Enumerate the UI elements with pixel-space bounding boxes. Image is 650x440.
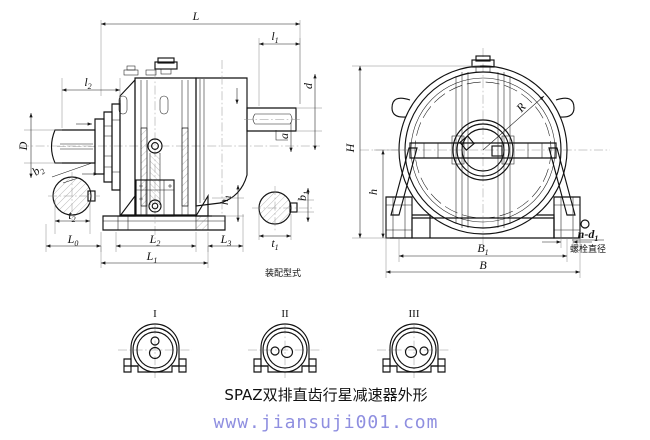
variant-label-i: I	[153, 308, 157, 320]
dim-label-B1: B1	[477, 241, 488, 257]
dim-label-d: d	[301, 82, 315, 89]
base-plate	[102, 193, 226, 231]
dim-label-L0: L0	[67, 232, 79, 248]
variant-label-iii: III	[409, 308, 420, 320]
planet-carrier-boss	[147, 70, 163, 240]
dim-label-D: D	[16, 141, 30, 151]
radius-callout	[482, 95, 545, 151]
drawing-title: SPAZ双排直齿行星减速器外形	[224, 386, 427, 404]
breather-vent-top	[471, 55, 495, 73]
dim-label-B: B	[479, 258, 487, 272]
through-shaft	[409, 142, 557, 159]
side-elevation-view	[352, 48, 610, 278]
side-view-dimensions	[352, 65, 604, 278]
lifting-lug-right	[555, 97, 575, 118]
input-keyway-section	[48, 162, 100, 220]
watermark-url: www.jiansuji001.com	[214, 412, 439, 433]
lifting-lug-left	[391, 97, 411, 118]
input-shaft	[50, 129, 96, 164]
dim-label-l2: l2	[84, 75, 91, 91]
mounting-feet	[385, 196, 590, 239]
breather-vent-cap	[123, 57, 178, 76]
keyway-detail-view	[252, 186, 314, 240]
dim-label-t1: t1	[271, 236, 278, 252]
gearbox-housing-outline	[20, 57, 320, 240]
front-elevation-view	[20, 20, 322, 268]
dim-label-L: L	[192, 9, 200, 23]
dim-label-h1: h1	[217, 195, 233, 205]
dim-label-L2: L2	[149, 232, 161, 248]
dim-label-L3: L3	[220, 232, 232, 248]
dim-label-t2: t2	[68, 208, 75, 224]
dim-label-l1: l1	[271, 29, 278, 45]
assembly-variant-iii	[377, 323, 451, 378]
dim-label-L1: L1	[146, 249, 158, 265]
assembly-variant-i	[118, 323, 192, 378]
assembly-variants-row	[118, 323, 451, 378]
inspection-window	[118, 95, 169, 115]
variant-label-ii: II	[281, 308, 289, 320]
internal-ribs	[140, 80, 189, 215]
dim-label-b1: b1	[295, 191, 311, 201]
assembly-type-caption: 装配型式	[265, 267, 301, 279]
front-view-dimensions	[24, 20, 322, 268]
central-hub	[451, 119, 515, 181]
dim-label-h: h	[366, 189, 380, 195]
dim-label-nd1: n-d1	[578, 227, 599, 243]
bolt-diameter-note: 螺栓直径	[570, 243, 606, 255]
dim-label-H: H	[343, 142, 357, 153]
assembly-variant-ii	[248, 323, 322, 378]
dim-label-a: a	[277, 133, 291, 139]
support-legs	[390, 147, 576, 216]
